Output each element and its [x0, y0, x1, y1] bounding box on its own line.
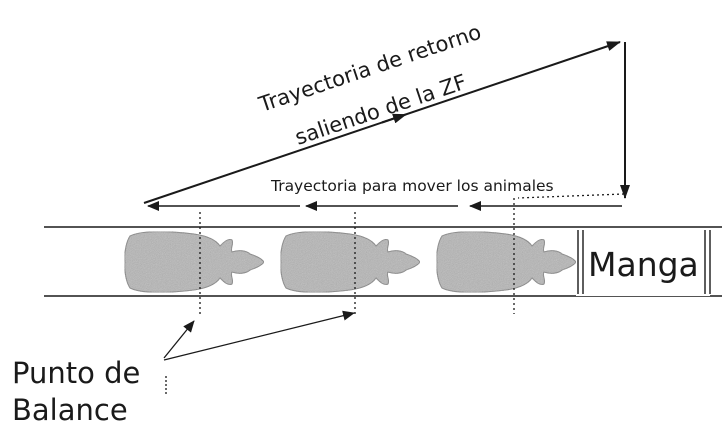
balance-point-lines: [199, 193, 625, 314]
return-mid-arrowhead: [381, 113, 407, 124]
balance-point-label-line1: Punto de: [12, 356, 140, 390]
animals-group: [124, 231, 577, 293]
animal-3: [436, 231, 577, 293]
manga-box: Manga: [576, 230, 711, 296]
pointer-arrow-right: [163, 310, 355, 361]
manga-label: Manga: [588, 245, 699, 284]
balance-point-label-line2: Balance: [12, 393, 128, 426]
pointer-arrow-up: [163, 320, 195, 359]
animal-1: [124, 231, 265, 293]
return-trajectory: [143, 41, 630, 204]
balance-pointer-arrows: [163, 310, 355, 394]
animal-2: [280, 231, 421, 293]
move-path-label: Trayectoria para mover los animales: [270, 177, 554, 195]
